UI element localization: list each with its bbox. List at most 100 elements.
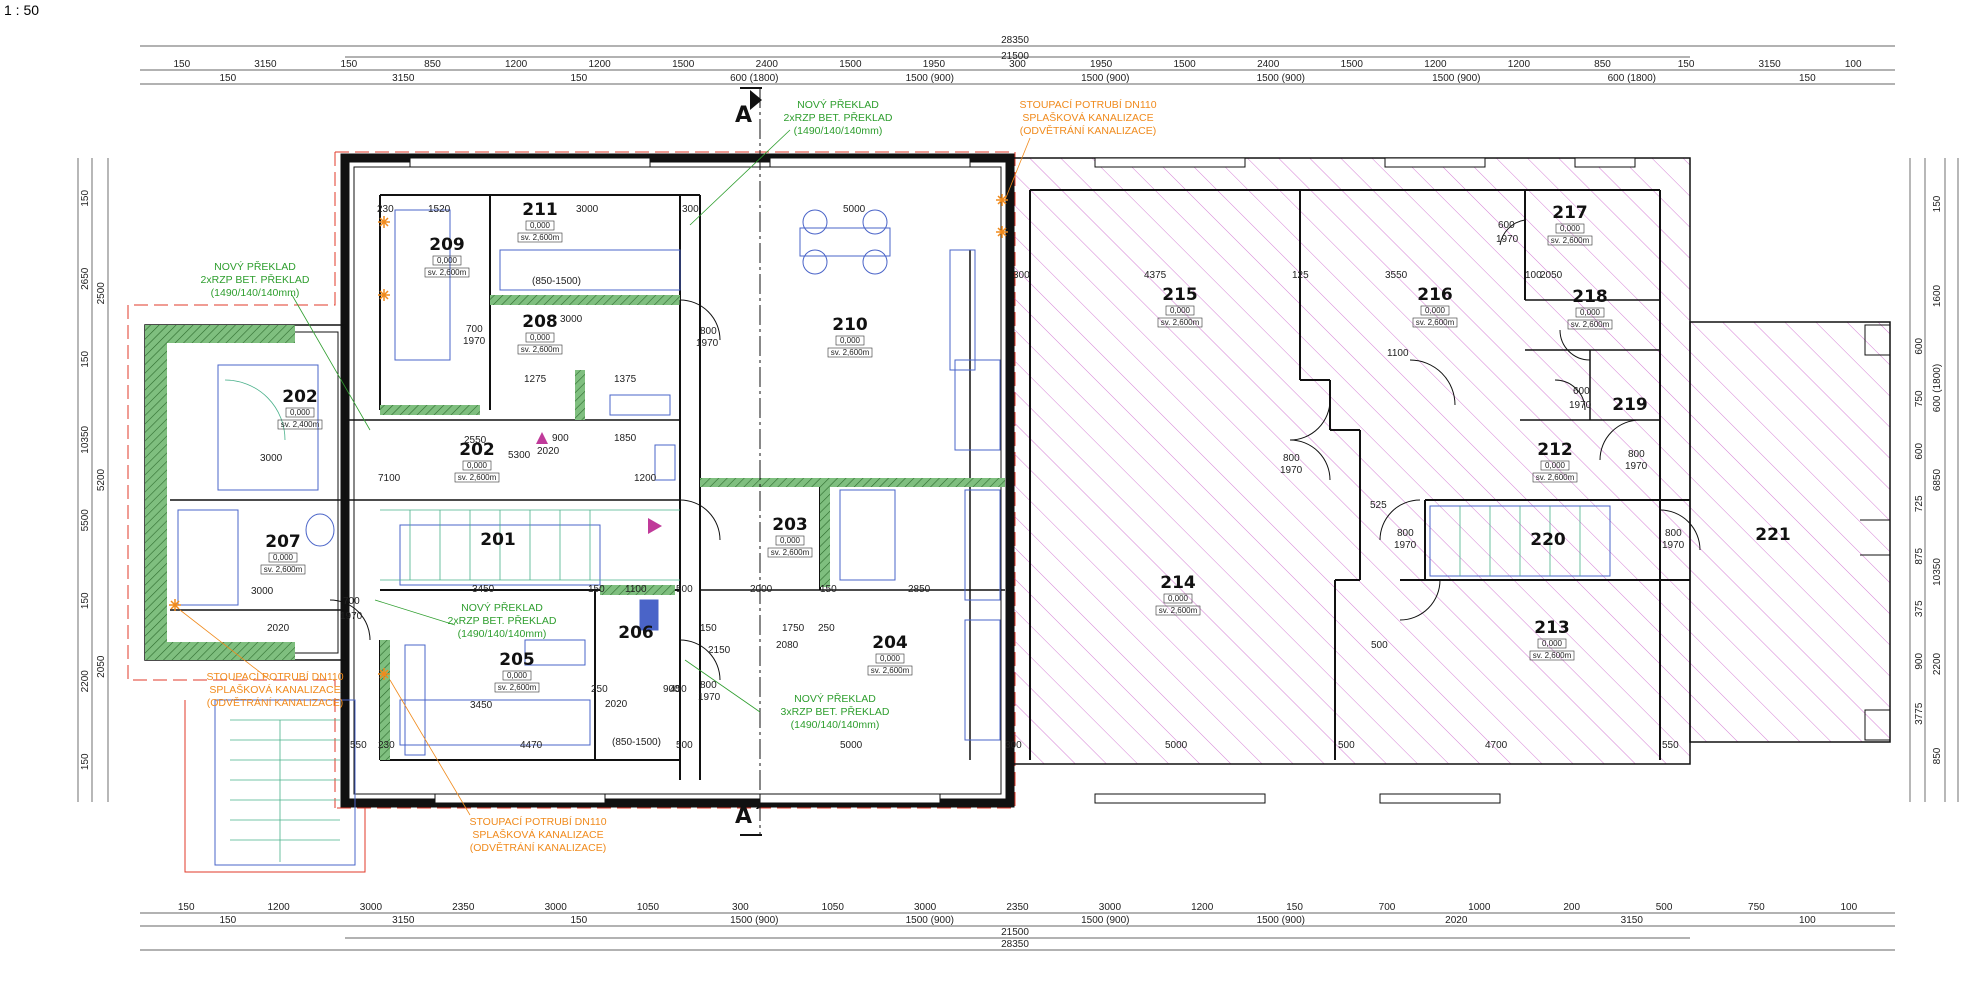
dim-bot-r2-9: 100 [1799,915,1816,926]
svg-text:1375: 1375 [614,374,637,385]
dim-top-r2-4: 1500 (900) [906,73,954,84]
dim-top-r1-9: 1950 [923,59,946,70]
dim-top-r2-9: 150 [1799,73,1816,84]
dim-right-3: 6850 [1932,468,1943,491]
dim-right-5: 2200 [1932,652,1943,675]
dim-top-r1-5: 1200 [588,59,611,70]
dim-bot-r1-11: 1200 [1191,902,1214,913]
svg-text:NOVÝ PŘEKLAD: NOVÝ PŘEKLAD [797,98,879,111]
room-clear-height: sv. 2,600m [264,565,303,574]
note-lintel-top: NOVÝ PŘEKLAD 2xRZP BET. PŘEKLAD (1490/14… [784,98,893,137]
dim-top-r2-3: 600 (1800) [730,73,778,84]
svg-text:500: 500 [1371,640,1388,651]
insulated-walls [145,295,1005,760]
dim-top-r1-12: 1500 [1173,59,1196,70]
room-number: 221 [1755,525,1791,545]
svg-text:7100: 7100 [378,473,401,484]
svg-text:1970: 1970 [463,336,486,347]
room-number: 215 [1162,285,1198,305]
dim-top-r1-17: 850 [1594,59,1611,70]
dim-bot-r2-8: 3150 [1621,915,1644,926]
left-dimension-labels: 1502650150103505500150220015025005200205… [80,190,107,771]
svg-text:300: 300 [682,204,699,215]
room-number: 210 [832,315,868,335]
dim-bottom-mid: 21500 [1001,927,1029,938]
dim-bot-r1-16: 500 [1656,902,1673,913]
svg-text:STOUPACÍ POTRUBÍ DN110: STOUPACÍ POTRUBÍ DN110 [206,670,343,683]
svg-text:800: 800 [1283,453,1300,464]
room-height: 0,000 [530,221,551,230]
room-height: 0,000 [530,333,551,342]
dim-bot-r1-1: 1200 [267,902,290,913]
dim-left-in-2: 2050 [96,655,107,678]
room-height: 0,000 [1168,594,1189,603]
room-number: 202 [282,387,318,407]
dim-right-in-0: 600 [1914,338,1925,355]
svg-text:450: 450 [670,684,687,695]
room-clear-height: sv. 2,600m [1551,236,1590,245]
svg-text:4470: 4470 [520,740,543,751]
dim-bot-r1-8: 3000 [914,902,937,913]
svg-text:1970: 1970 [698,692,721,703]
svg-text:(850-1500): (850-1500) [532,276,581,287]
room-number: 203 [772,515,808,535]
room-number: 213 [1534,618,1570,638]
svg-text:1970: 1970 [1280,465,1303,476]
dim-right-0: 150 [1932,195,1943,212]
room-number: 204 [872,633,908,653]
svg-text:NOVÝ PŘEKLAD: NOVÝ PŘEKLAD [214,260,296,273]
room-206: 206 [618,623,654,643]
dim-top-r2-8: 600 (1800) [1608,73,1656,84]
dim-top-r2-2: 150 [570,73,587,84]
svg-text:150: 150 [700,623,717,634]
room-220: 220 [1530,530,1566,550]
dim-top-r2-7: 1500 (900) [1432,73,1480,84]
svg-text:1970: 1970 [1625,461,1648,472]
room-height: 0,000 [1580,308,1601,317]
svg-text:300: 300 [1013,270,1030,281]
dim-bot-r1-4: 3000 [545,902,568,913]
room-clear-height: sv. 2,600m [458,473,497,482]
svg-text:1850: 1850 [614,433,637,444]
dim-top-r2-6: 1500 (900) [1257,73,1305,84]
note-pipe-top: STOUPACÍ POTRUBÍ DN110 SPLAŠKOVÁ KANALIZ… [1019,98,1156,137]
svg-text:1750: 1750 [782,623,805,634]
dim-top-r2-0: 150 [219,73,236,84]
svg-text:3000: 3000 [251,586,274,597]
dim-right-in-6: 900 [1914,653,1925,670]
room-number: 201 [480,530,516,550]
dim-right-1: 1600 [1932,284,1943,307]
dim-top-r1-6: 1500 [672,59,695,70]
bottom-dimensions [140,912,1895,951]
svg-text:3xRZP BET. PŘEKLAD: 3xRZP BET. PŘEKLAD [781,705,890,718]
room-clear-height: sv. 2,600m [871,666,910,675]
dim-bot-r2-4: 1500 (900) [906,915,954,926]
dim-bottom-total: 28350 [1001,939,1029,950]
svg-text:(1490/140/140mm): (1490/140/140mm) [794,125,883,137]
dim-top-mid: 21500 [1001,51,1029,62]
dim-bot-r2-6: 1500 (900) [1257,915,1305,926]
dim-right-in-1: 750 [1914,390,1925,407]
svg-text:2150: 2150 [708,645,731,656]
dim-right-in-4: 875 [1914,548,1925,565]
dim-bot-r1-9: 2350 [1006,902,1029,913]
svg-text:2550: 2550 [464,435,487,446]
room-number: 208 [522,312,558,332]
svg-text:3000: 3000 [576,204,599,215]
section-label-bottom: A´ [735,804,763,829]
dim-left-6: 2200 [80,670,91,693]
dim-bot-r2-2: 150 [570,915,587,926]
right-arrow-icon [648,518,662,534]
dim-right-in-3: 725 [1914,495,1925,512]
